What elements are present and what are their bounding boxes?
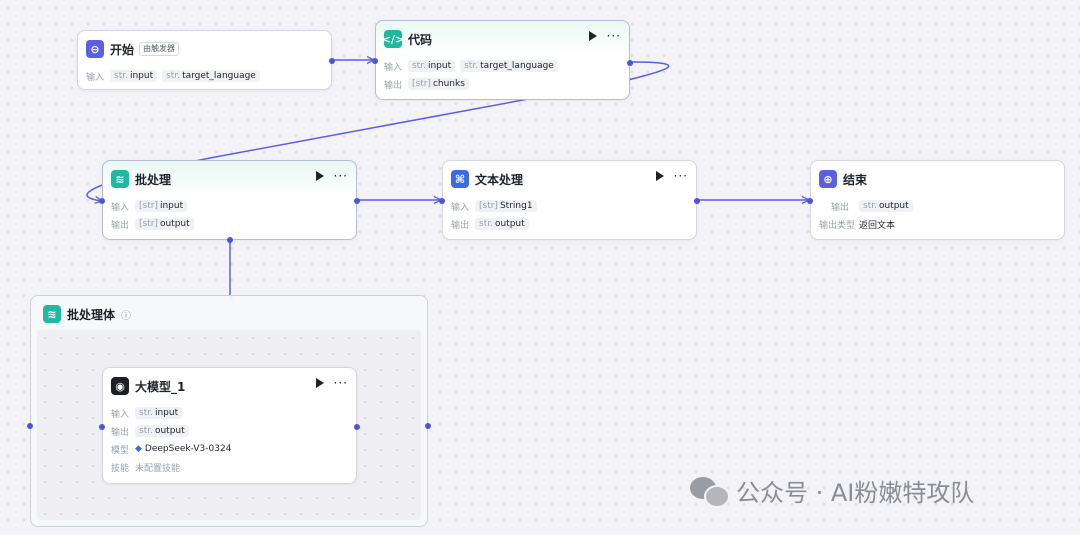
play-icon[interactable]	[315, 171, 324, 181]
more-icon[interactable]: ···	[333, 376, 348, 390]
param-chip: str.input	[408, 60, 456, 72]
body-port[interactable]	[227, 237, 233, 243]
batch-node-title: 批处理	[135, 172, 172, 187]
code-output-row: 输出 [str]chunks	[376, 75, 629, 93]
wechat-icon	[690, 474, 730, 508]
info-icon[interactable]: ⓘ	[121, 310, 132, 322]
input-label: 输入	[111, 409, 130, 420]
more-icon[interactable]: ···	[606, 29, 621, 43]
model-name: DeepSeek-V3-0324	[144, 444, 232, 454]
batch-node-header: ≋ 批处理 ···	[103, 161, 356, 197]
output-port[interactable]	[627, 60, 633, 66]
input-label: 输入	[86, 72, 105, 83]
text-output-row: 输出 str.output	[443, 215, 696, 233]
llm-model-row: 模型 ◆ DeepSeek-V3-0324	[103, 440, 356, 458]
input-port[interactable]	[99, 424, 105, 430]
play-icon[interactable]	[315, 378, 324, 388]
input-label: 输入	[384, 62, 403, 73]
more-icon[interactable]: ···	[333, 169, 348, 183]
output-label: 输出	[830, 202, 849, 213]
code-input-row: 输入 str.input str.target_language	[376, 57, 629, 75]
param-chip: [str]String1	[475, 200, 537, 212]
deepseek-icon: ◆	[135, 444, 142, 454]
output-label: 输出	[384, 80, 403, 91]
input-label: 输入	[111, 202, 130, 213]
param-chip: [str]input	[135, 200, 188, 212]
llm-input-row: 输入 str.input	[103, 404, 356, 422]
param-chip: str.input	[110, 70, 158, 82]
more-icon[interactable]: ···	[673, 169, 688, 183]
text-input-row: 输入 [str]String1	[443, 197, 696, 215]
param-chip: [str]chunks	[408, 78, 469, 90]
body-exit-port[interactable]	[425, 423, 431, 429]
param-chip: [str]output	[135, 218, 194, 230]
param-chip: str.output	[859, 200, 913, 212]
end-output-row: 输出 str.output	[811, 197, 1064, 215]
code-node[interactable]: </> 代码 ··· 输入 str.input str.target_langu…	[372, 20, 633, 100]
param-chip: str.output	[475, 218, 529, 230]
start-node-header: ⊖ 开始 由触发器	[78, 31, 331, 67]
batch-input-row: 输入 [str]input	[103, 197, 356, 215]
end-node-title: 结束	[843, 172, 868, 187]
text-node-title: 文本处理	[475, 172, 524, 187]
batch-node[interactable]: ≋ 批处理 ··· 输入 [str]input 输出 [str]output	[99, 160, 360, 243]
llm-node-header: ◉ 大模型_1 ···	[103, 368, 356, 404]
output-port[interactable]	[329, 58, 335, 64]
param-chip: str.target_language	[162, 70, 260, 82]
output-port[interactable]	[354, 424, 360, 430]
text-process-node[interactable]: ⌘ 文本处理 ··· 输入 [str]String1 输出 str.output	[439, 160, 700, 240]
watermark: 公众号 · AI粉嫩特攻队	[690, 473, 974, 508]
skill-label: 技能	[111, 463, 130, 474]
llm-node-title: 大模型_1	[135, 379, 186, 394]
start-node[interactable]: ⊖ 开始 由触发器 输入 str.input str.target_langua…	[77, 30, 335, 90]
code-node-header: </> 代码 ···	[376, 21, 629, 57]
param-chip: str.output	[135, 425, 189, 437]
output-label: 输出	[451, 220, 470, 231]
end-output-type-row: 输出类型 返回文本	[811, 215, 1064, 233]
end-node[interactable]: ⊕ 结束 输出 str.output 输出类型 返回文本	[807, 160, 1065, 240]
param-chip: str.target_language	[460, 60, 558, 72]
layers-icon: ≋	[111, 170, 129, 188]
skill-value: 未配置技能	[135, 463, 181, 474]
start-node-title: 开始	[110, 42, 135, 57]
trigger-tag: 由触发器	[139, 42, 180, 56]
input-port[interactable]	[99, 198, 105, 204]
llm-node[interactable]: ◉ 大模型_1 ··· 输入 str.input 输出 str.output 模…	[99, 367, 360, 484]
batch-body-title: 批处理体	[67, 307, 116, 322]
output-port[interactable]	[354, 198, 360, 204]
llm-output-row: 输出 str.output	[103, 422, 356, 440]
body-entry-port[interactable]	[27, 423, 33, 429]
text-process-icon: ⌘	[451, 170, 469, 188]
output-label: 输出	[111, 427, 130, 438]
code-node-title: 代码	[408, 32, 433, 47]
input-port[interactable]	[807, 198, 813, 204]
output-type-label: 输出类型	[819, 220, 856, 231]
output-type-value: 返回文本	[859, 220, 896, 231]
play-icon[interactable]	[655, 171, 664, 181]
play-icon[interactable]	[588, 31, 597, 41]
batch-output-row: 输出 [str]output	[103, 215, 356, 233]
input-port[interactable]	[372, 58, 378, 64]
output-label: 输出	[111, 220, 130, 231]
end-node-header: ⊕ 结束	[811, 161, 1064, 197]
model-icon: ◉	[111, 377, 129, 395]
layers-icon: ≋	[43, 305, 61, 323]
batch-body-header: ≋ 批处理体 ⓘ	[43, 305, 131, 323]
llm-skill-row: 技能 未配置技能	[103, 458, 356, 476]
code-icon: </>	[382, 30, 404, 48]
input-port[interactable]	[439, 198, 445, 204]
start-icon: ⊖	[86, 40, 104, 58]
param-chip: str.input	[135, 407, 183, 419]
input-label: 输入	[451, 202, 470, 213]
output-port[interactable]	[694, 198, 700, 204]
model-label: 模型	[111, 445, 130, 456]
start-input-row: 输入 str.input str.target_language	[78, 67, 331, 85]
watermark-text: 公众号 · AI粉嫩特攻队	[736, 479, 975, 507]
end-icon: ⊕	[819, 170, 837, 188]
text-node-header: ⌘ 文本处理 ···	[443, 161, 696, 197]
